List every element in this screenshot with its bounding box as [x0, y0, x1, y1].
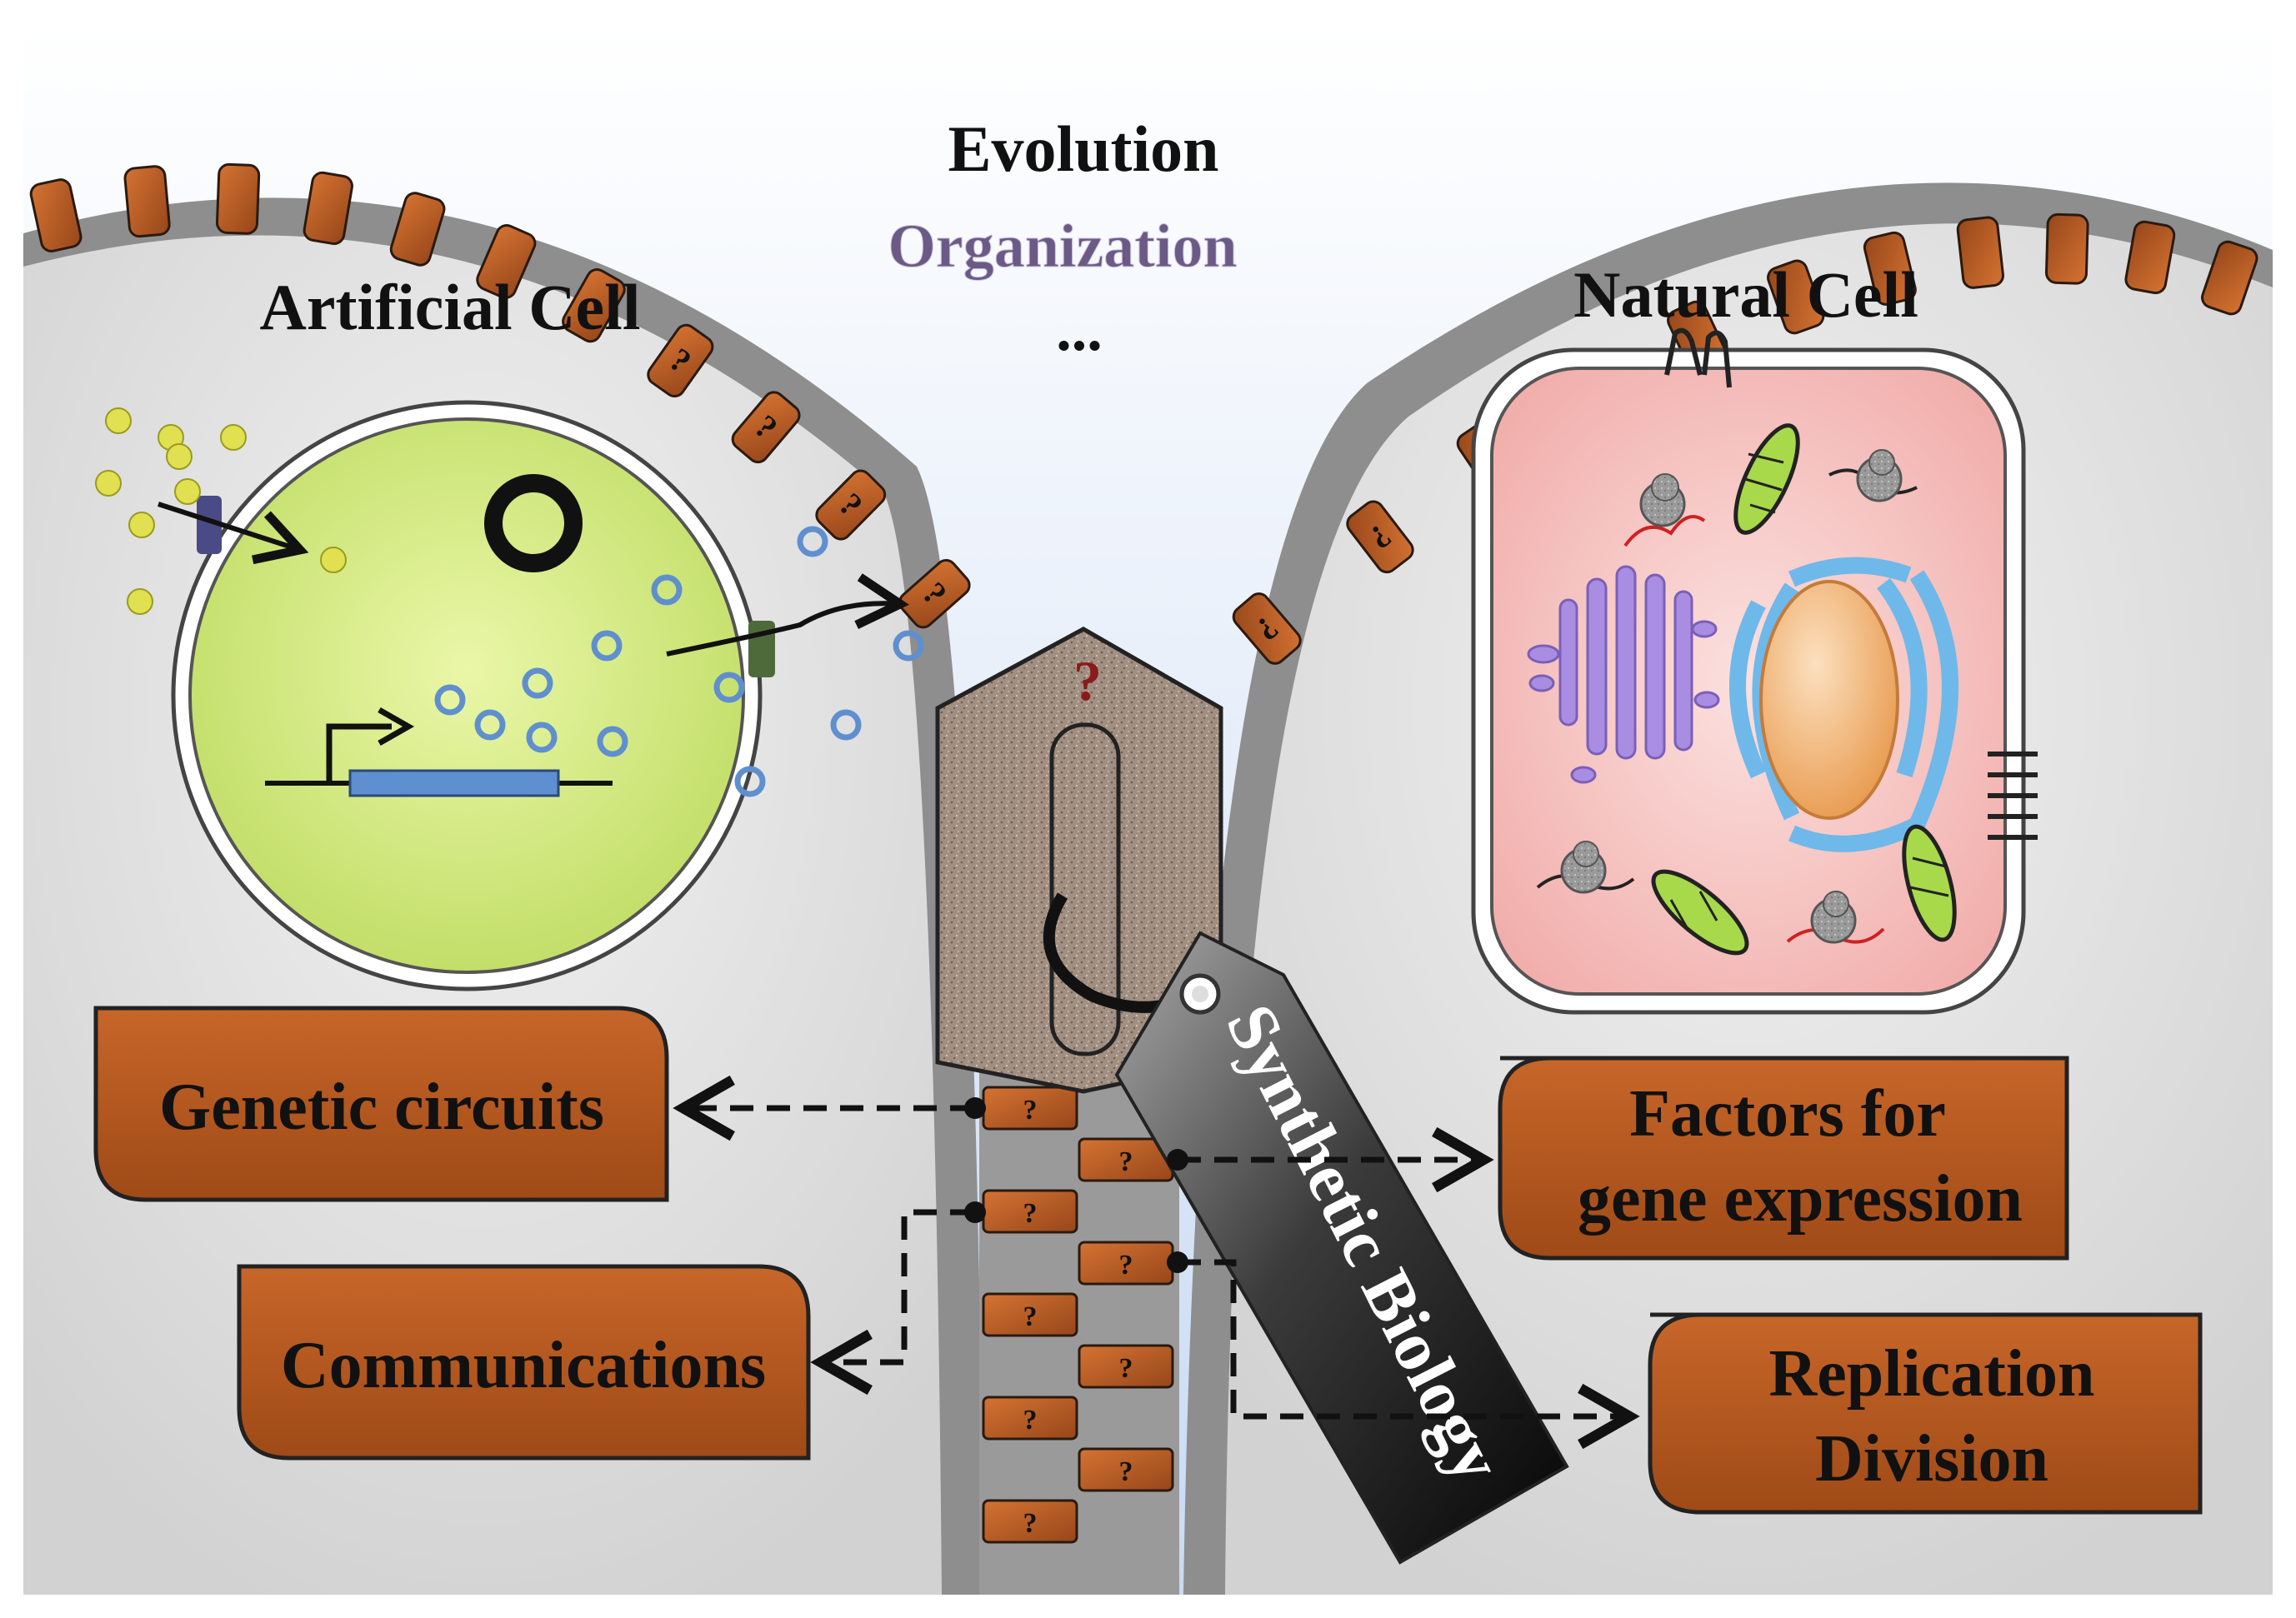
export-arrow-icon: [666, 573, 909, 657]
box-factors-gene-expression: Factors for gene expression: [1498, 1056, 2069, 1261]
signal-ring: [597, 726, 628, 757]
membrane-tooth: [303, 171, 353, 245]
gene-block: [348, 769, 560, 797]
zipper-tooth: ?: [1078, 1137, 1174, 1182]
tooth-mark: ?: [1023, 1405, 1038, 1436]
natural-cell: [1471, 327, 2038, 1015]
signal-ring: [474, 709, 506, 741]
nutrient-molecules: [95, 407, 347, 615]
nutrient-dot: [220, 424, 247, 451]
nutrient-dot: [320, 547, 347, 573]
zipper-tooth: ?: [982, 1499, 1078, 1544]
zipper-slider: ?: [935, 627, 1223, 1094]
signal-ring: [526, 722, 558, 753]
left-membrane-teeth: ????: [29, 162, 971, 629]
membrane-tooth: [2201, 240, 2258, 316]
signal-ring: [830, 709, 862, 741]
replication-label-line2: Division: [1815, 1422, 2048, 1496]
zipper-tooth: ?: [982, 1396, 1078, 1441]
signal-ring: [734, 766, 766, 797]
mitochondria: [1651, 423, 1957, 956]
ribosomes: [1536, 449, 1918, 944]
membrane-protein-top-icon: [1664, 327, 1732, 388]
membrane-tooth: [29, 178, 83, 252]
replication-label-line1: Replication: [1768, 1337, 2094, 1411]
endoplasmic-reticulum: [1729, 557, 1958, 852]
membrane-tooth: [123, 165, 171, 238]
nucleus: [1759, 580, 1899, 820]
nutrient-dot: [166, 443, 193, 470]
box-communications: Communications: [237, 1264, 811, 1461]
nutrient-dot: [127, 588, 153, 615]
membrane-tooth: [1863, 231, 1917, 306]
header-ellipsis: ...: [1056, 296, 1103, 364]
plasmid-ring: [484, 474, 583, 572]
signal-ring: [434, 684, 466, 716]
promoter-arrow-icon: [326, 723, 392, 783]
membrane-tooth: [2124, 220, 2176, 295]
membrane-tooth: ?: [1346, 500, 1414, 574]
tooth-mark: ?: [1119, 1456, 1133, 1487]
signal-molecules: [434, 526, 924, 797]
zipper-lock-mark: ?: [1073, 649, 1102, 712]
header-evolution: Evolution: [948, 112, 1218, 185]
box-replication-division: Replication Division: [1648, 1312, 2203, 1515]
factors-label-line1: Factors for: [1629, 1077, 1946, 1151]
artificial-cell-title: Artificial Cell: [260, 271, 641, 343]
nutrient-dot: [105, 407, 132, 434]
signal-ring: [893, 630, 924, 662]
membrane-tooth: [215, 162, 261, 235]
nutrient-dot: [128, 512, 155, 538]
nutrient-dot: [174, 478, 201, 505]
zipper-tooth: ?: [1078, 1344, 1174, 1389]
membrane-tooth: ?: [731, 391, 801, 464]
membrane-tooth: [476, 224, 537, 299]
tooth-mark: ?: [1119, 1250, 1133, 1281]
tooth-mark: ?: [1119, 1146, 1133, 1177]
communications-label: Communications: [281, 1329, 766, 1402]
zipper-tooth: ?: [982, 1189, 1078, 1234]
zipper-tooth: ?: [982, 1086, 1078, 1131]
header-organization: Organization: [888, 212, 1237, 281]
natural-cell-title: Natural Cell: [1573, 258, 1918, 331]
membrane-tooth: ?: [647, 323, 714, 398]
membrane-tooth: ?: [1232, 592, 1302, 665]
signal-ring: [651, 574, 683, 606]
tooth-mark: ?: [1023, 1508, 1038, 1539]
connector-arrows: [673, 1075, 1640, 1450]
membrane-tooth: [562, 267, 626, 343]
signal-ring: [591, 630, 623, 662]
tooth-mark: ?: [1023, 1301, 1038, 1332]
membrane-protein-right-icon: [1988, 752, 2038, 840]
connector-dots: [964, 1097, 1188, 1273]
import-channel: [197, 496, 222, 554]
signal-ring: [713, 672, 745, 703]
nutrient-dot: [95, 470, 122, 497]
tooth-mark: ?: [1023, 1095, 1038, 1126]
tooth-mark: ?: [1119, 1353, 1133, 1384]
signal-ring: [522, 667, 553, 699]
zipper-tooth: ?: [982, 1292, 1078, 1337]
membrane-tooth: ?: [815, 469, 887, 541]
zipper-tooth: ?: [1078, 1241, 1174, 1286]
factors-label-line2: gene expression: [1578, 1162, 2023, 1236]
import-arrow-icon: [158, 502, 309, 565]
tooth-mark: ?: [1023, 1198, 1038, 1229]
membrane-tooth: [389, 192, 446, 267]
signal-ring: [797, 526, 828, 557]
golgi-apparatus: [1527, 565, 1720, 784]
box-genetic-circuits: Genetic circuits: [93, 1006, 669, 1202]
genetic-circuits-label: Genetic circuits: [159, 1071, 604, 1144]
membrane-tooth: [1767, 259, 1825, 335]
zipper-tooth: ?: [1078, 1447, 1174, 1492]
membrane-tooth: [1956, 216, 2004, 289]
membrane-tooth: [2044, 212, 2089, 285]
zipper-teeth: ?????????: [982, 1086, 1174, 1544]
